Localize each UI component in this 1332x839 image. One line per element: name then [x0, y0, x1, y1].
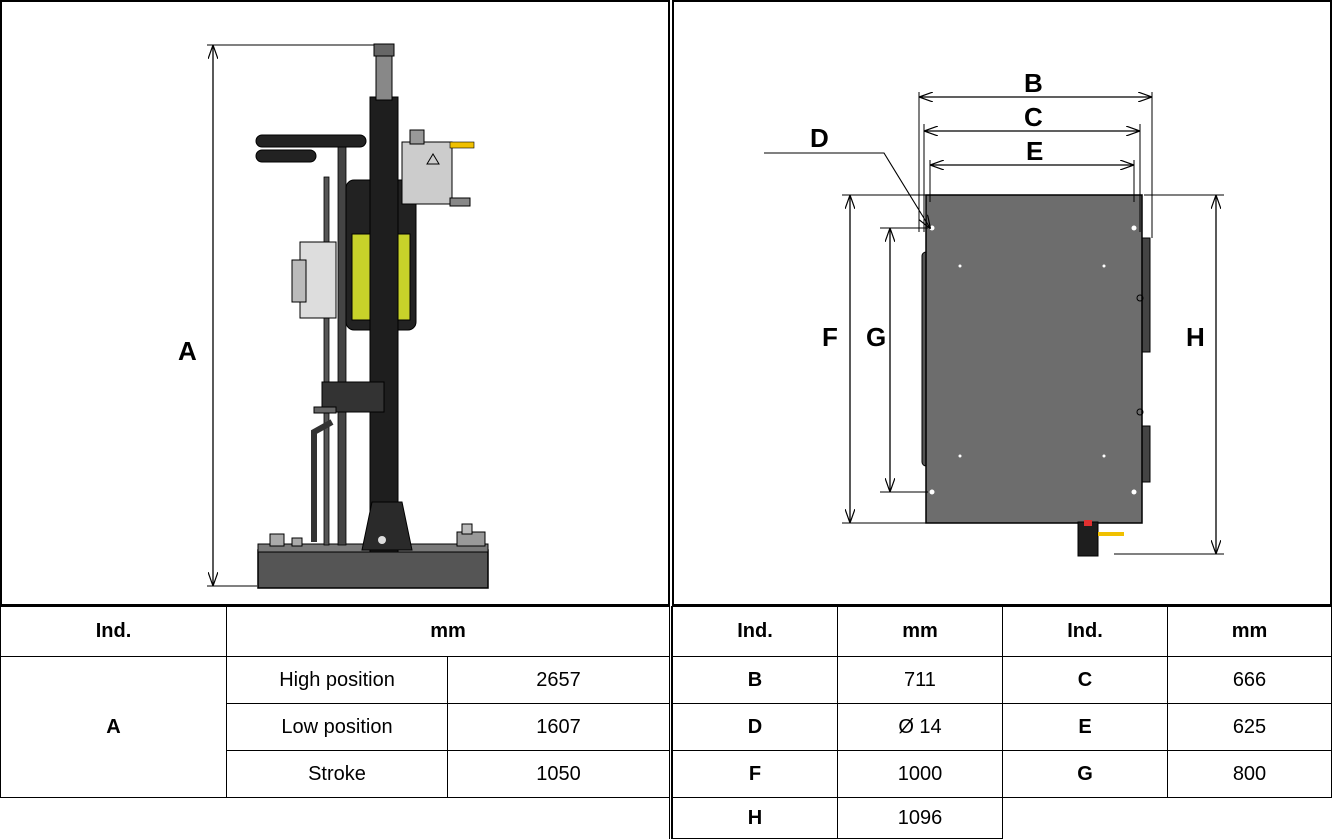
dimension-label-a: A	[178, 336, 197, 366]
row-value-low: 1607	[447, 703, 670, 751]
row-label-low: Low position	[226, 703, 448, 751]
header-mm-1: mm	[837, 606, 1003, 657]
header-mm: mm	[226, 606, 670, 657]
row-value-high: 2657	[447, 656, 670, 704]
mm-g: 800	[1167, 750, 1332, 798]
dimension-label-c: C	[1024, 102, 1043, 132]
mm-b: 711	[837, 656, 1003, 704]
group-label-a: A	[0, 656, 227, 798]
dimension-label-d: D	[810, 123, 829, 153]
row-value-stroke: 1050	[447, 750, 670, 798]
ind-g: G	[1002, 750, 1168, 798]
lift-side-view	[255, 43, 489, 589]
mm-f: 1000	[837, 750, 1003, 798]
header-ind-2: Ind.	[1002, 606, 1168, 657]
mm-e: 625	[1167, 703, 1332, 751]
double-separator	[669, 606, 672, 839]
mm-c: 666	[1167, 656, 1332, 704]
top-view-drawing: B C E D F G H	[764, 68, 1224, 557]
side-view-drawing: A	[178, 43, 489, 589]
dimension-label-h: H	[1186, 322, 1205, 352]
mm-h: 1096	[837, 797, 1003, 839]
top-view-panel: B C E D F G H	[672, 0, 1332, 606]
ind-e: E	[1002, 703, 1168, 751]
header-ind: Ind.	[0, 606, 227, 657]
dimension-label-g: G	[866, 322, 886, 352]
ind-b: B	[672, 656, 838, 704]
ind-h: H	[672, 797, 838, 839]
ind-f: F	[672, 750, 838, 798]
dimension-label-e: E	[1026, 136, 1043, 166]
base-plate-top-view	[921, 194, 1151, 557]
ind-d: D	[672, 703, 838, 751]
dimension-d	[764, 152, 930, 228]
ind-c: C	[1002, 656, 1168, 704]
row-label-high: High position	[226, 656, 448, 704]
header-mm-2: mm	[1167, 606, 1332, 657]
dimension-label-b: B	[1024, 68, 1043, 98]
side-view-panel: A	[0, 0, 670, 606]
dimension-label-f: F	[822, 322, 838, 352]
header-ind-1: Ind.	[672, 606, 838, 657]
row-label-stroke: Stroke	[226, 750, 448, 798]
dimension-a	[207, 44, 387, 587]
mm-d: Ø 14	[837, 703, 1003, 751]
